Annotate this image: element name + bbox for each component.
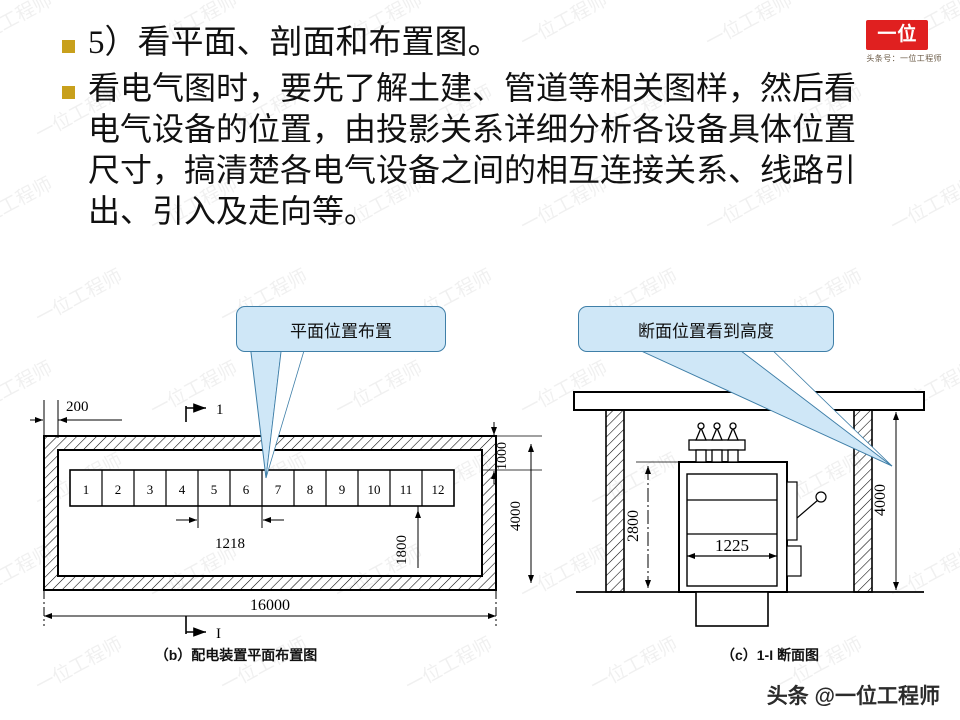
cabinet-number: 8 (307, 482, 314, 497)
figure-plan-caption: （b）配电装置平面布置图 (154, 647, 318, 663)
cabinet-number: 5 (211, 482, 218, 497)
dim-label-1218: 1218 (215, 536, 245, 552)
dim-overall-length (43, 590, 497, 626)
bullet-text: 看电气图时，要先了解土建、管道等相关图样，然后看电气设备的位置，由投影关系详细分… (88, 70, 857, 230)
dim-label-1800: 1800 (394, 535, 410, 565)
cabinet-number: 9 (339, 482, 346, 497)
dim-label-1225: 1225 (715, 536, 749, 555)
watermark-text: 一位工程师 (957, 449, 960, 513)
dim-label-16000: 16000 (250, 597, 290, 614)
brand-logo: 一位 头条号：一位工程师 (866, 20, 942, 64)
switchgear-cabinet (678, 461, 827, 627)
watermark-text: 一位工程师 (0, 173, 57, 237)
cabinet-number: 1 (83, 482, 90, 497)
watermark-text: 一位工程师 (32, 265, 127, 329)
callout-section-height[interactable]: 断面位置看到高度 (578, 306, 834, 352)
bullet-square-icon (62, 86, 75, 100)
dim-label-1000: 1000 (495, 442, 510, 470)
footer-handle: 头条 @一位工程师 (766, 685, 940, 708)
dim-clearance-top (482, 422, 542, 484)
bullet-square-icon (62, 40, 75, 53)
watermark-text: 一位工程师 (957, 633, 960, 697)
cabinet-number: 12 (432, 482, 445, 497)
dim-cabinet-width (176, 506, 284, 528)
cabinet-number: 10 (368, 482, 381, 497)
section-marker-bottom (185, 616, 206, 637)
watermark-text: 一位工程师 (957, 81, 960, 145)
dim-label-4000-section: 4000 (872, 484, 889, 516)
section-marker-bottom-label: I (216, 626, 221, 642)
cabinet-number: 11 (400, 482, 413, 497)
roof-slab (573, 391, 925, 411)
watermark-text: 一位工程师 (0, 0, 57, 53)
dim-clear-height (636, 461, 684, 588)
bullet-item: 5）看平面、剖面和布置图。 (62, 22, 882, 64)
logo-mark: 一位 (866, 20, 929, 50)
dim-label-200: 200 (66, 399, 89, 415)
dim-label-4000-plan: 4000 (508, 501, 524, 531)
figure-section-view: 2800 1225 4000 (573, 391, 925, 627)
cabinet-number: 7 (275, 482, 282, 497)
watermark-text: 一位工程师 (957, 265, 960, 329)
watermark-text: 一位工程师 (887, 173, 960, 237)
bushing-assembly (688, 422, 746, 463)
callout-plan-position[interactable]: 平面位置布置 (236, 306, 446, 352)
dim-label-2800: 2800 (625, 510, 642, 542)
dim-wall-thickness (30, 400, 122, 438)
cabinet-number: 6 (243, 482, 250, 497)
logo-subtitle: 头条号：一位工程师 (866, 54, 942, 63)
room-walls (43, 435, 497, 591)
section-marker-top-label: 1 (216, 402, 224, 418)
bullet-list: 5）看平面、剖面和布置图。 看电气图时，要先了解土建、管道等相关图样，然后看电气… (62, 22, 882, 232)
section-marker-top (185, 403, 206, 422)
cabinet-number: 3 (147, 482, 154, 497)
cabinet-number: 4 (179, 482, 186, 497)
bullet-text: 5）看平面、剖面和布置图。 (88, 25, 501, 61)
figure-section-caption: （c）1-I 断面图 (720, 647, 819, 663)
bullet-item: 看电气图时，要先了解土建、管道等相关图样，然后看电气设备的位置，由投影关系详细分… (62, 68, 882, 232)
cabinet-number: 2 (115, 482, 122, 497)
